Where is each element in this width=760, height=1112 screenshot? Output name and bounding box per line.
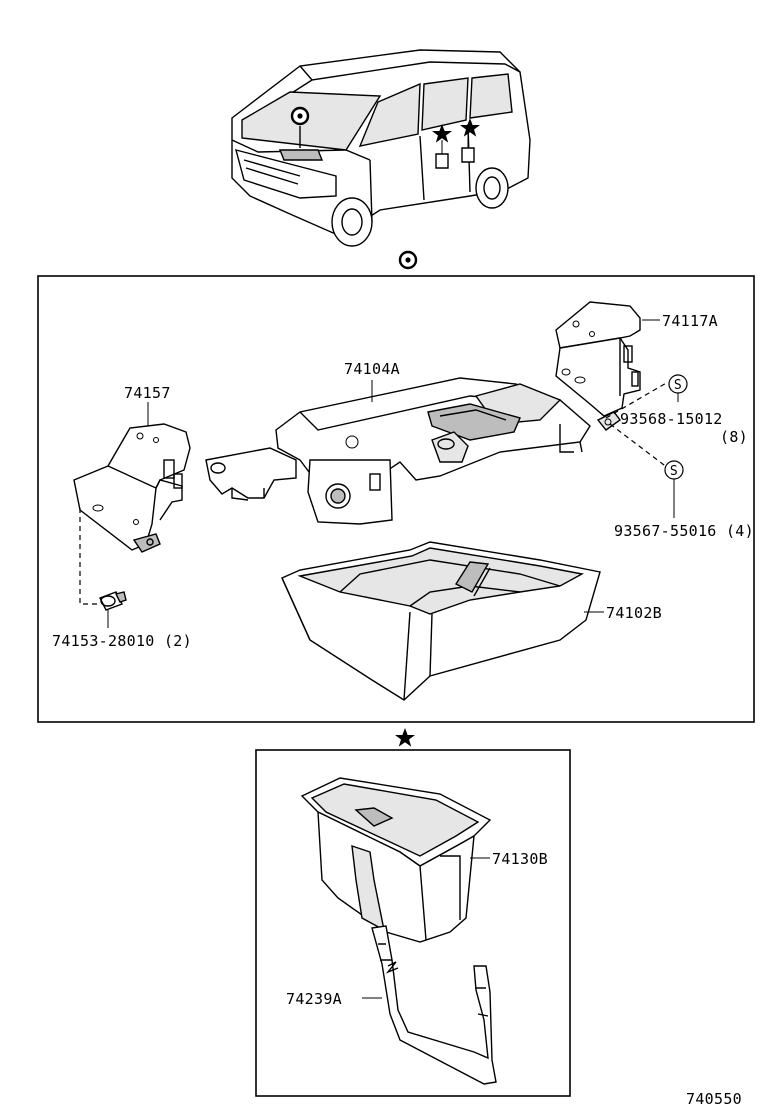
stay-74239A: [371, 925, 497, 1085]
part-number-74239A: 74239A: [286, 990, 342, 1008]
part-number-74104A: 74104A: [344, 360, 400, 378]
ring-dot-marker-icon: [398, 250, 418, 270]
svg-text:S: S: [670, 464, 678, 479]
star-marker-icon: [395, 728, 415, 747]
bracket-74157: [73, 423, 191, 553]
part-number-93567-55016: 93567-55016 (4): [614, 522, 754, 540]
part-quantity-93568: (8): [720, 428, 748, 446]
support-74104A: [205, 377, 591, 525]
screw-symbol-icon: S: [668, 374, 688, 394]
glove-box-74102B: [281, 541, 601, 701]
part-number-74153-28010: 74153-28010 (2): [52, 632, 192, 650]
main-assembly-frame: [37, 275, 755, 723]
console-box-74130B: [300, 777, 492, 943]
damper-74153: [99, 591, 127, 611]
star-marker-icon: [432, 124, 452, 143]
screw-symbol-icon: S: [664, 460, 684, 480]
part-number-74102B: 74102B: [606, 604, 662, 622]
star-marker-icon: [460, 118, 480, 137]
ring-dot-marker-icon: [290, 106, 310, 126]
part-number-74117A: 74117A: [662, 312, 718, 330]
console-box-frame: [255, 749, 571, 1097]
svg-text:S: S: [674, 378, 682, 393]
part-number-74157: 74157: [124, 384, 171, 402]
illustration-code: 740550: [686, 1090, 742, 1108]
bracket-74117A: [555, 301, 641, 431]
vehicle-overview: [231, 49, 531, 247]
part-number-74130B: 74130B: [492, 850, 548, 868]
part-number-93568-15012: 93568-15012: [620, 410, 723, 428]
